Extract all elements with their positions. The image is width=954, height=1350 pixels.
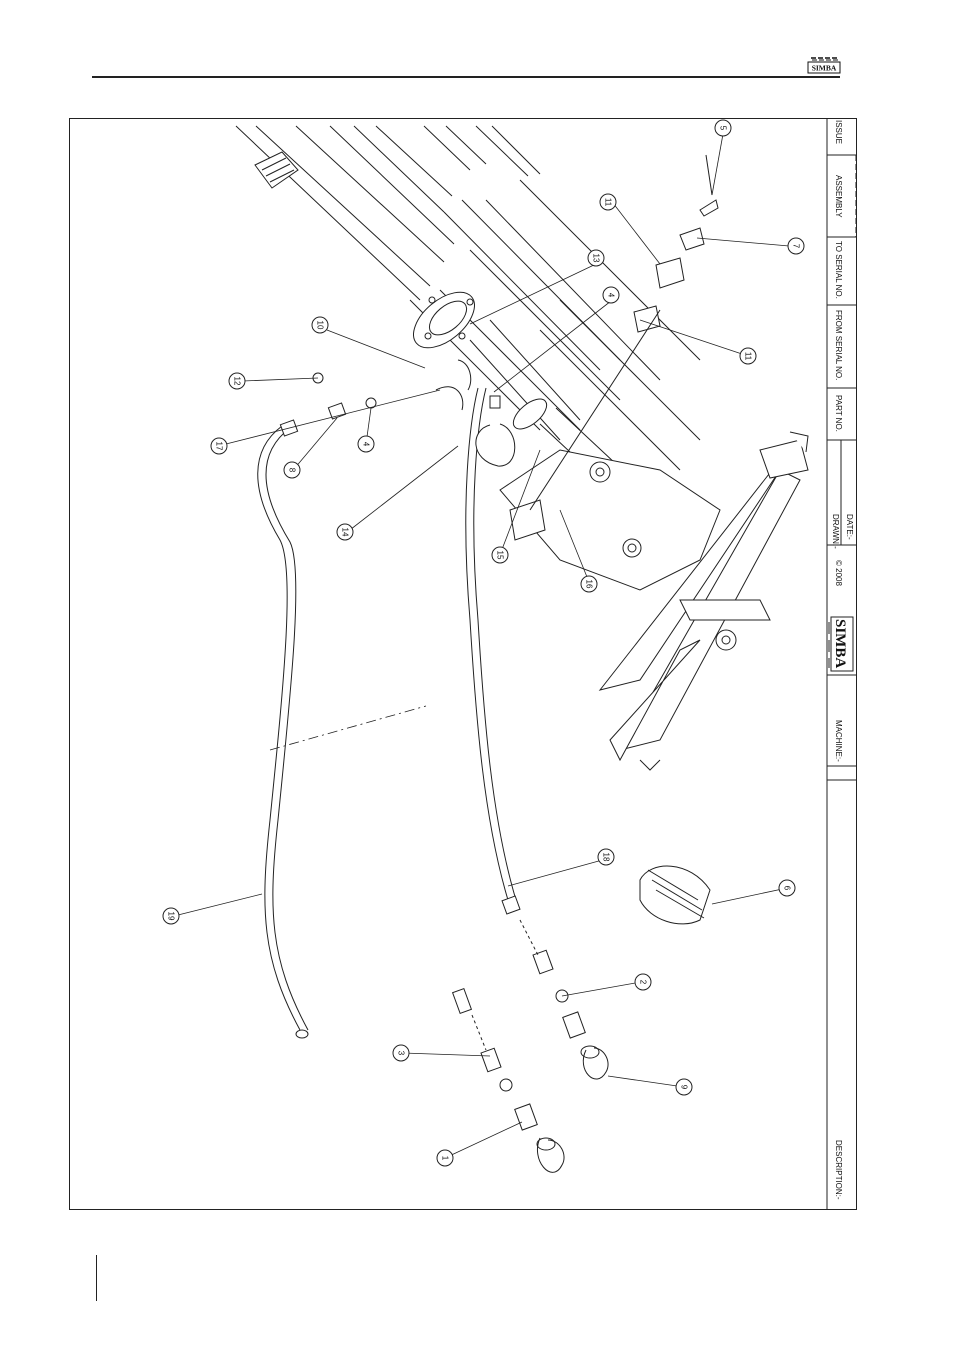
top-clamp (255, 152, 298, 188)
svg-text:9: 9 (680, 1085, 689, 1090)
svg-text:15: 15 (496, 551, 505, 560)
footer-rule (96, 1255, 97, 1301)
callout-11-top: 11 (600, 194, 616, 210)
hose-19 (258, 426, 308, 1038)
machine-label: MACHINE:- (834, 720, 843, 762)
callout-19: 19 (163, 908, 179, 924)
centre-line (270, 706, 426, 750)
callout-15: 15 (492, 547, 508, 563)
callout-16: 16 (581, 576, 597, 592)
callout-13: 13 (588, 250, 604, 266)
drawn-label: DRAWN:- (831, 514, 840, 549)
svg-text:19: 19 (167, 912, 176, 921)
svg-text:17: 17 (215, 442, 224, 451)
from-serial-label: FROM SERIAL NO. (834, 310, 843, 380)
callout-2: 2 (635, 974, 651, 990)
svg-text:10: 10 (316, 321, 325, 330)
svg-text:8: 8 (288, 468, 297, 473)
svg-text:13: 13 (592, 254, 601, 263)
svg-text:7: 7 (792, 244, 801, 249)
issue-label: ISSUE (834, 120, 843, 144)
svg-text:4: 4 (362, 442, 371, 447)
hose-clamp-block (640, 866, 710, 924)
svg-text:4: 4 (607, 293, 616, 298)
svg-text:11: 11 (604, 198, 613, 207)
title-block-logo: SIMBA (829, 617, 853, 671)
callout-4-top: 4 (603, 287, 619, 303)
svg-text:14: 14 (341, 528, 350, 537)
description-label: DESCRIPTION:- (834, 1140, 843, 1200)
assembly-label: ASSEMBLY (834, 175, 843, 218)
svg-text:3: 3 (397, 1051, 406, 1056)
callout-6: 6 (779, 880, 795, 896)
callout-10: 10 (312, 317, 328, 333)
lower-bracket (500, 432, 808, 770)
quick-couplers (453, 920, 608, 1172)
callout-4-left: 4 (358, 436, 374, 452)
callout-3: 3 (393, 1045, 409, 1061)
callout-17: 17 (211, 438, 227, 454)
callout-12: 12 (229, 373, 245, 389)
svg-text:18: 18 (602, 853, 611, 862)
callout-5: 5 (715, 120, 731, 136)
callout-14: 14 (337, 524, 353, 540)
svg-text:16: 16 (585, 580, 594, 589)
copyright-text: © 2008 (834, 560, 843, 586)
callout-11-right: 11 (740, 348, 756, 364)
callout-7: 7 (788, 238, 804, 254)
svg-text:2: 2 (639, 980, 648, 985)
hose-18 (466, 388, 520, 914)
svg-text:5: 5 (719, 126, 728, 131)
title-block-brand: SIMBA (832, 619, 848, 668)
part-no-label: PART NO. (834, 395, 843, 432)
to-serial-label: TO SERIAL NO. (834, 241, 843, 299)
svg-text:12: 12 (233, 377, 242, 386)
callout-9: 9 (676, 1079, 692, 1095)
date-label: DATE:- (845, 514, 854, 540)
svg-text:1: 1 (441, 1156, 450, 1161)
callout-1: 1 (437, 1150, 453, 1166)
callout-8: 8 (284, 462, 300, 478)
svg-text:11: 11 (744, 352, 753, 361)
hose-fittings (280, 360, 514, 466)
callout-18: 18 (598, 849, 614, 865)
svg-text:6: 6 (783, 886, 792, 891)
